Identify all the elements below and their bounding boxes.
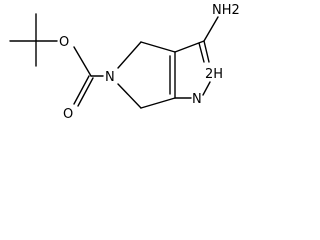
bond-c6-to-c6a (140, 97, 176, 109)
bond-carbonyl-double-b (77, 77, 94, 107)
bond-n-to-c6 (117, 83, 142, 109)
bond-nh-to-n (202, 81, 211, 96)
atom-label-ring-nh: 2H (205, 67, 223, 82)
bond-carbonyl-double-a (73, 75, 90, 105)
bond-oxygen-to-carbonyl (73, 46, 92, 77)
atom-label-ester-oxygen: O (59, 35, 69, 50)
chemical-structure: O O N N 2H NH2 (9, 3, 240, 122)
bond-c4-to-c3a (140, 41, 176, 53)
bond-c3-to-nh-a (203, 40, 210, 63)
atom-label-amino: NH2 (212, 3, 240, 18)
bond-c3-to-nh-b (198, 42, 205, 63)
bond-n-to-c4 (117, 41, 142, 69)
atom-label-carbonyl-oxygen: O (63, 107, 73, 122)
atom-label-pyrazole-nitrogen: N (192, 92, 202, 107)
bond-c3-to-amino (203, 16, 219, 42)
atom-label-pyrroline-nitrogen: N (105, 70, 115, 85)
